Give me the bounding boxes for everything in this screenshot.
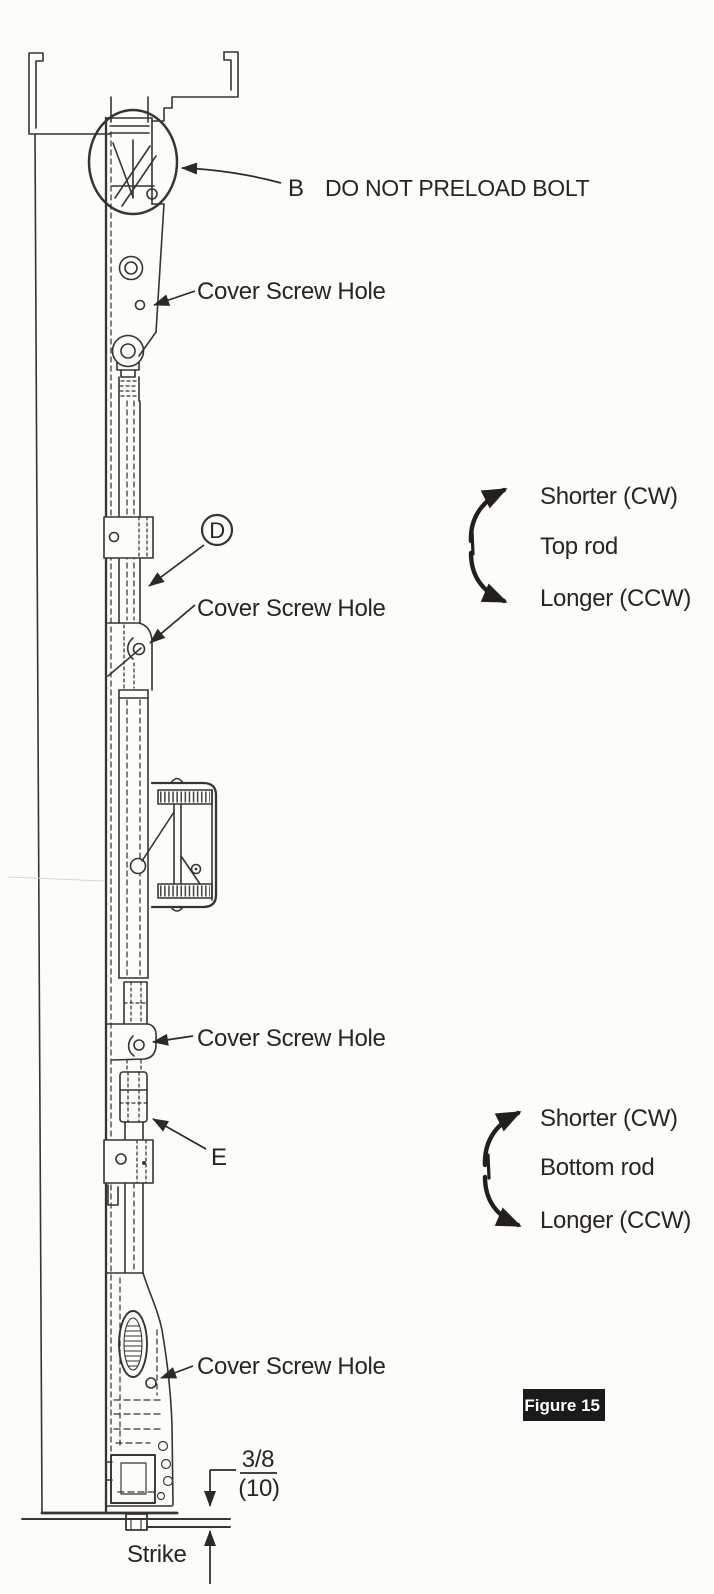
rod-guide-bottom xyxy=(103,1139,154,1184)
top-rod-pivot xyxy=(111,334,145,402)
center-case-bracket xyxy=(150,777,218,912)
e-arrow xyxy=(152,1118,207,1150)
top-case-screw xyxy=(118,255,144,281)
rotate-cw-arrow xyxy=(468,487,508,544)
center-case-top xyxy=(107,622,153,691)
top-rod-longer-label: Longer (CCW) xyxy=(540,585,691,612)
d-arrow xyxy=(148,544,205,587)
callout-e: E xyxy=(152,1118,227,1171)
callout-b-key: B xyxy=(288,175,304,202)
rod-guide-top xyxy=(103,516,154,559)
tube-screw-icon xyxy=(129,857,147,875)
rotate-ccw-arrow xyxy=(468,550,508,604)
bottom-rod-label: Bottom rod xyxy=(540,1154,654,1181)
e-label: E xyxy=(211,1144,227,1171)
top-rod-tube xyxy=(118,400,141,624)
figure-badge: Figure 15 xyxy=(523,1389,605,1421)
cover-screw-hole-1-label: Cover Screw Hole xyxy=(197,278,386,305)
dimension-inches: 3/8 xyxy=(242,1446,274,1473)
cover-screw-hole-3-label: Cover Screw Hole xyxy=(197,1025,386,1052)
door-edge-lines xyxy=(7,116,112,1514)
bolt-highlight-circle xyxy=(87,108,179,216)
top-rod-shorter-label: Shorter (CW) xyxy=(540,483,678,510)
callout-d: D xyxy=(148,513,234,587)
rotation-indicator-top-rod: Shorter (CW) Top rod Longer (CCW) xyxy=(468,483,691,612)
rotate-cw-arrow xyxy=(482,1110,522,1168)
bottom-bolt-case xyxy=(105,1272,174,1507)
strike-box xyxy=(125,1513,148,1531)
bottom-rod-longer-label: Longer (CCW) xyxy=(540,1207,691,1234)
top-bolt-case xyxy=(105,117,165,402)
cover-screw-hole-2-icon xyxy=(132,642,146,656)
bolt-grip xyxy=(118,1310,148,1378)
bottom-rod-shorter-label: Shorter (CW) xyxy=(540,1105,678,1132)
rod-tick xyxy=(486,1153,491,1180)
rotation-indicator-bottom-rod: Shorter (CW) Bottom rod Longer (CCW) xyxy=(482,1105,691,1234)
top-latch-bolt xyxy=(111,139,158,207)
cover-screw-hole-2-callout: Cover Screw Hole xyxy=(149,595,386,644)
cover-screw-hole-3-callout: Cover Screw Hole xyxy=(152,1025,386,1052)
cover-screw-hole-1-callout: Cover Screw Hole xyxy=(153,278,386,306)
top-rod-label: Top rod xyxy=(540,533,618,560)
rod-tick xyxy=(470,529,475,556)
cover-screw-hole-4-callout: Cover Screw Hole xyxy=(160,1353,386,1380)
rod-adjuster-e xyxy=(119,1059,148,1141)
dimension-millimeters: (10) xyxy=(238,1475,279,1502)
d-circle xyxy=(200,513,234,547)
cover-screw-hole-3-icon xyxy=(133,1039,145,1051)
bolt-window xyxy=(110,1454,156,1504)
floor-and-strike: Strike xyxy=(21,1511,231,1568)
cover-screw-hole-4-label: Cover Screw Hole xyxy=(197,1353,386,1380)
figure-badge-background xyxy=(523,1389,605,1421)
guide-screw-hole-icon xyxy=(108,531,120,543)
d-label: D xyxy=(209,518,225,543)
cover-screw-hole-4-icon xyxy=(145,1377,157,1389)
cover-screw-hole-2-label: Cover Screw Hole xyxy=(197,595,386,622)
center-tube xyxy=(118,689,175,979)
callout-b-arrow xyxy=(181,162,282,184)
gap-dimension: 3/8 (10) xyxy=(204,1446,280,1584)
door-frame-header xyxy=(28,51,239,135)
callout-b-label: DO NOT PRELOAD BOLT xyxy=(325,175,590,201)
guide-screw-hole-icon xyxy=(115,1153,127,1165)
callout-b: B DO NOT PRELOAD BOLT xyxy=(181,162,590,202)
figure-badge-label: Figure 15 xyxy=(524,1396,600,1415)
center-case-bottom xyxy=(105,977,157,1061)
bottom-rod-tube xyxy=(107,1182,144,1274)
strike-label: Strike xyxy=(127,1541,187,1568)
cover-screw-hole-1-icon xyxy=(134,299,146,311)
rotate-ccw-arrow xyxy=(482,1174,522,1228)
